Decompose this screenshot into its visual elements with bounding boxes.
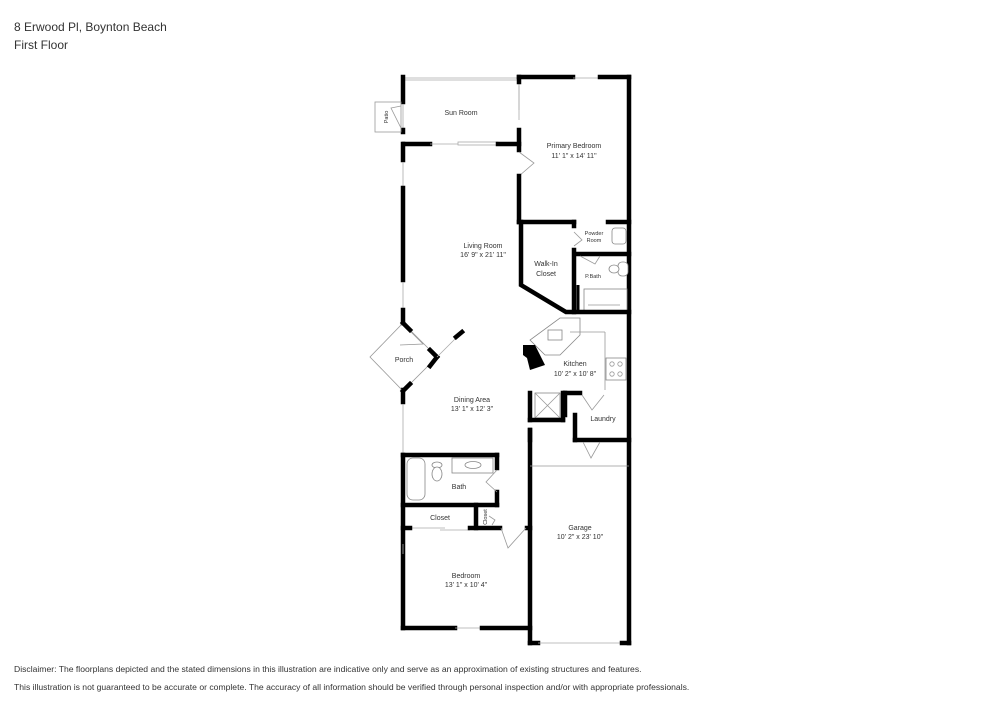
- property-address: 8 Erwood Pl, Boynton Beach: [14, 20, 167, 34]
- garage-dims: 10' 2" x 23' 10": [557, 534, 604, 541]
- powder-room-label-2: Room: [587, 238, 602, 244]
- closet-label: Closet: [430, 515, 450, 522]
- bedroom-label: Bedroom: [452, 573, 481, 580]
- living-room-dims: 16' 9" x 21' 11": [460, 252, 506, 259]
- small-closet-label: Closet: [483, 509, 489, 525]
- kitchen-dims: 10' 2" x 10' 8": [554, 371, 597, 378]
- walk-in-closet-label-2: Closet: [536, 271, 556, 278]
- walk-in-closet-label-1: Walk-In: [534, 261, 558, 268]
- garage-label: Garage: [568, 525, 591, 532]
- disclaimer-line-1: Disclaimer: The floorplans depicted and …: [14, 664, 642, 674]
- bath-label: Bath: [452, 484, 467, 491]
- dining-area-dims: 13' 1" x 12' 3": [451, 406, 494, 413]
- primary-bedroom-label: Primary Bedroom: [547, 143, 602, 150]
- laundry-label: Laundry: [590, 416, 616, 423]
- p-bath-label: P.Bath: [585, 274, 601, 280]
- patio-label: Patio: [384, 111, 390, 124]
- laundry: [530, 390, 632, 467]
- exterior-walls: [400, 74, 632, 646]
- kitchen-label: Kitchen: [563, 361, 586, 368]
- living-room-label: Living Room: [464, 243, 503, 250]
- closets: [400, 502, 503, 531]
- primary-bedroom-dims: 11' 1" x 14' 11": [551, 153, 597, 160]
- floor-label: First Floor: [14, 38, 68, 52]
- bedroom: [500, 525, 533, 549]
- primary-bedroom: [516, 74, 632, 225]
- disclaimer-line-2: This illustration is not guaranteed to b…: [14, 682, 690, 692]
- sun-room-label: Sun Room: [444, 110, 477, 117]
- bedroom-dims: 13' 1" x 10' 4": [445, 582, 488, 589]
- primary-suite-interior: [518, 219, 632, 315]
- bath: [400, 452, 500, 508]
- kitchen: [523, 317, 627, 423]
- patio: [374, 101, 402, 133]
- powder-room-label-1: Powder: [585, 231, 604, 237]
- dining-area-label: Dining Area: [454, 397, 490, 404]
- porch: [369, 319, 466, 395]
- porch-label: Porch: [395, 357, 413, 364]
